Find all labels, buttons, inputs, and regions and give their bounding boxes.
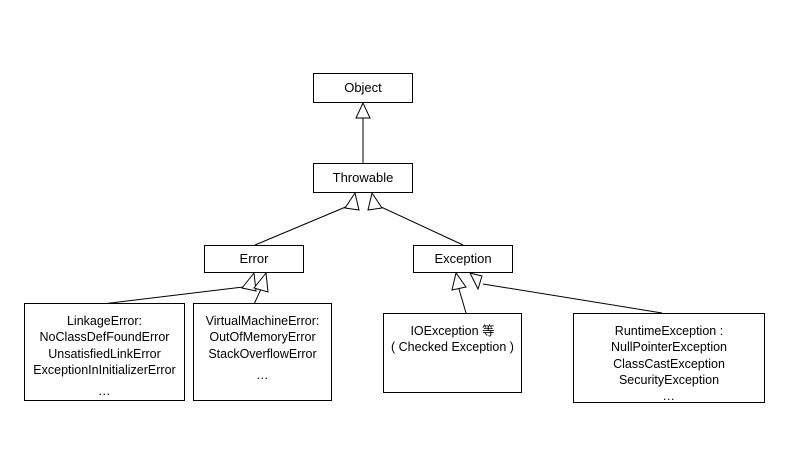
- class-box-error[interactable]: Error: [204, 245, 304, 273]
- edge-exception-to-throwable: [367, 191, 464, 246]
- class-box-exception[interactable]: Exception: [413, 245, 513, 273]
- class-box-runtime-exception[interactable]: RuntimeException : NullPointerException …: [573, 313, 765, 403]
- class-box-io-exception[interactable]: IOException 等 ( Checked Exception ): [383, 313, 522, 393]
- linkage-error-line-3: UnsatisfiedLinkError: [48, 346, 161, 361]
- edge-error-to-throwable: [254, 191, 360, 246]
- io-exception-line-1: IOException 等: [410, 324, 495, 338]
- virtual-machine-error-line-1: VirtualMachineError:: [205, 314, 320, 328]
- class-box-virtual-machine-error[interactable]: VirtualMachineError: OutOfMemoryError St…: [193, 303, 332, 401]
- linkage-error-line-2: NoClassDefFoundError: [39, 330, 170, 345]
- virtual-machine-error-line-3: StackOverflowError: [208, 346, 317, 361]
- linkage-error-line-1: LinkageError:: [66, 314, 143, 328]
- runtime-exception-line-2: NullPointerException: [610, 340, 728, 355]
- edge-io-exception-to-exception: [451, 271, 467, 314]
- runtime-exception-line-4: SecurityException: [618, 372, 720, 387]
- class-box-object[interactable]: Object: [313, 73, 413, 103]
- edge-runtime-exception-to-exception: [469, 272, 663, 314]
- class-box-throwable[interactable]: Throwable: [313, 163, 413, 193]
- linkage-error-line-4: ExceptionInInitializerError: [33, 362, 176, 377]
- runtime-exception-line-3: ClassCastException: [613, 356, 725, 371]
- class-name-exception: Exception: [434, 250, 492, 266]
- virtual-machine-error-ellipsis: ...: [256, 367, 269, 382]
- class-name-object: Object: [344, 79, 382, 95]
- edge-throwable-to-object: [355, 101, 371, 163]
- class-box-linkage-error[interactable]: LinkageError: NoClassDefFoundError Unsat…: [24, 303, 185, 401]
- runtime-exception-ellipsis: ...: [663, 389, 675, 403]
- io-exception-line-2: ( Checked Exception ): [391, 340, 514, 355]
- class-name-throwable: Throwable: [332, 169, 394, 185]
- class-name-error: Error: [239, 250, 269, 266]
- runtime-exception-line-1: RuntimeException :: [614, 324, 724, 338]
- linkage-error-ellipsis: ...: [98, 384, 111, 398]
- virtual-machine-error-line-2: OutOfMemoryError: [209, 330, 316, 345]
